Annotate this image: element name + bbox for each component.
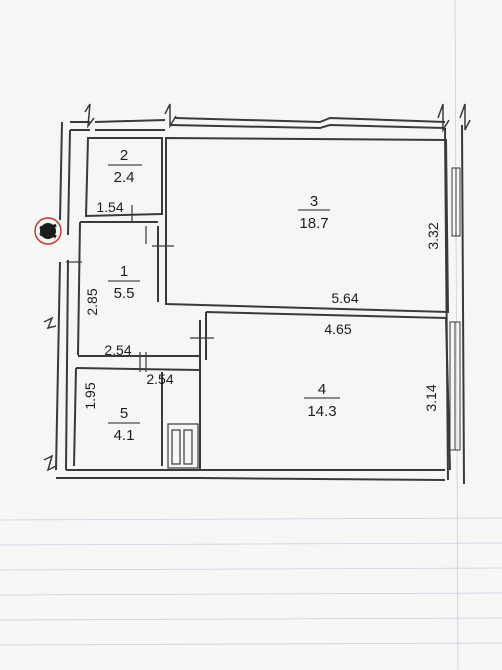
- room-2-area: 2.4: [114, 169, 135, 186]
- room-5-number: 5: [120, 405, 128, 422]
- ventilation-shaft-icon: [167, 423, 199, 469]
- window-icon: [449, 167, 461, 451]
- dim-3-14: 3.14: [423, 384, 439, 411]
- room-2-number: 2: [120, 147, 128, 164]
- dim-2-54-lower: 2.54: [146, 371, 173, 387]
- room-4-number: 4: [318, 381, 326, 398]
- interior-walls: [73, 136, 451, 471]
- dim-3-32: 3.32: [425, 222, 441, 249]
- room-3-number: 3: [310, 193, 318, 210]
- riser-marker-icon: [34, 217, 62, 245]
- room-5-area: 4.1: [114, 427, 135, 444]
- outer-walls: [55, 116, 465, 485]
- dim-4-65: 4.65: [324, 321, 351, 337]
- room-4-area: 14.3: [307, 403, 336, 420]
- dim-1-54: 1.54: [96, 199, 123, 215]
- wall-break-marks: [43, 103, 471, 472]
- door-ticks: [66, 205, 214, 372]
- dim-1-95: 1.95: [82, 382, 98, 409]
- dim-5-64: 5.64: [331, 290, 358, 306]
- room-3-area: 18.7: [299, 215, 328, 232]
- dim-2-54-upper: 2.54: [104, 342, 131, 358]
- room-1-area: 5.5: [114, 285, 135, 302]
- dim-2-85: 2.85: [84, 288, 100, 315]
- room-1-number: 1: [120, 263, 128, 280]
